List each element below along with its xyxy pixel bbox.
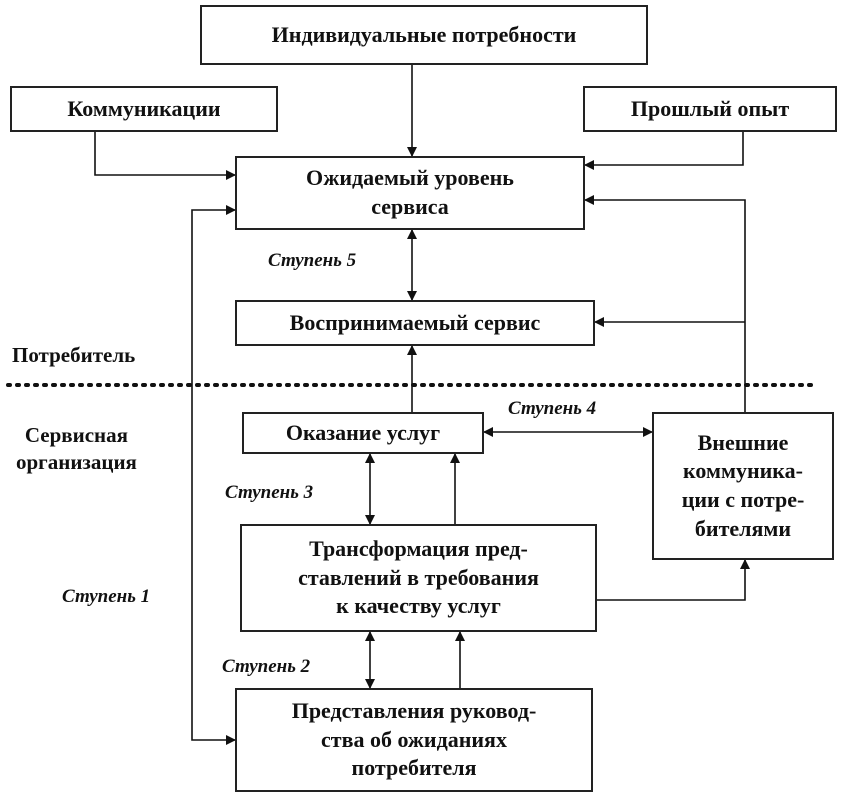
transformation-box: Трансформация пред- ставлений в требован… [240, 524, 597, 632]
communications-label: Коммуникации [67, 95, 221, 121]
management-perceptions-line1: Представления руковод- [291, 698, 537, 724]
management-perceptions-box: Представления руковод- ства об ожиданиях… [235, 688, 593, 792]
individual-needs-box: Индивидуальные потребности [200, 5, 648, 65]
arrow-experience-to-expected [584, 132, 744, 170]
past-experience-box: Прошлый опыт [583, 86, 837, 132]
step5-label: Ступень 5 [268, 250, 357, 271]
external-communications-box: Внешние коммуника- ции с потре- бителями [652, 412, 834, 560]
service-delivery-box: Оказание услуг [242, 412, 484, 454]
management-perceptions-line2: ства об ожиданиях [321, 726, 507, 752]
arrow-communications-to-expected [94, 132, 236, 180]
expected-service-line2: сервиса [371, 194, 449, 219]
past-experience-label: Прошлый опыт [630, 95, 790, 121]
transformation-line2: ставлений в требования [298, 564, 539, 590]
service-delivery-label: Оказание услуг [285, 419, 441, 445]
external-communications-line4: бителями [694, 515, 792, 541]
transformation-line1: Трансформация пред- [309, 536, 528, 562]
step1-label: Ступень 1 [62, 586, 151, 607]
arrow-transformation-to-external [597, 559, 750, 601]
external-communications-line3: ции с потре- [681, 487, 805, 512]
service-org-line1: Сервисная [24, 423, 129, 447]
perceived-service-label: Воспринимаемый сервис [289, 309, 541, 335]
step3-label: Ступень 3 [225, 482, 314, 503]
individual-needs-label: Индивидуальные потребности [271, 21, 577, 47]
service-org-line2: организация [16, 450, 137, 475]
consumer-zone-label: Потребитель [12, 343, 136, 367]
management-perceptions-line3: потребителя [351, 755, 477, 781]
external-communications-line1: Внешние [697, 429, 789, 455]
step2-label: Ступень 2 [222, 656, 311, 677]
service-org-zone-label: Сервисная организация [16, 422, 137, 477]
arrow-step1 [191, 205, 236, 745]
expected-service-line1: Ожидаемый уровень [306, 165, 514, 191]
communications-box: Коммуникации [10, 86, 278, 132]
transformation-line3: к качеству услуг [336, 593, 501, 619]
arrow-external-to-expected [584, 195, 746, 412]
external-communications-line2: коммуника- [683, 458, 803, 484]
step4-label: Ступень 4 [508, 398, 597, 419]
perceived-service-box: Воспринимаемый сервис [235, 300, 595, 346]
expected-service-box: Ожидаемый уровень сервиса [235, 156, 585, 230]
